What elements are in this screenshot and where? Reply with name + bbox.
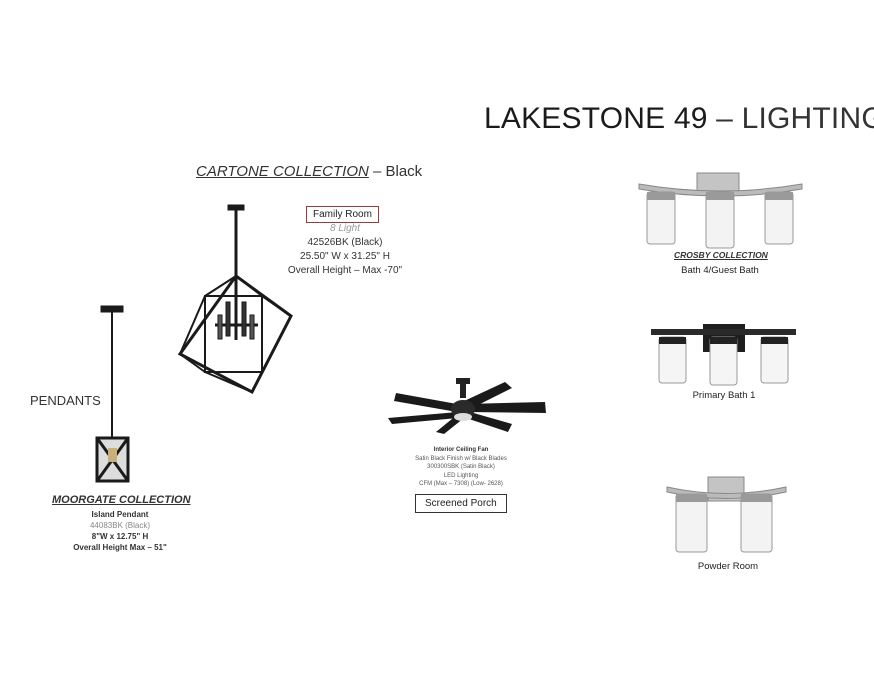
crosby-collection-name: CROSBY COLLECTION: [674, 250, 768, 260]
fan-specs: Interior Ceiling Fan Satin Black Finish …: [396, 446, 526, 489]
fan-model: 300300SBK (Satin Black): [427, 464, 495, 470]
crosby-2light-vanity-image: [666, 476, 787, 553]
fan-finish: Satin Black Finish w/ Black Blades: [415, 455, 507, 462]
pendants-label: PENDANTS: [30, 393, 101, 408]
fan-lighting: LED Lighting: [443, 472, 479, 479]
cartone-collection-name: CARTONE COLLECTION: [196, 163, 369, 180]
moorgate-specs: Island Pendant 44083BK (Black) 8"W x 12.…: [60, 509, 180, 553]
moorgate-collection-name: MOORGATE COLLECTION: [52, 494, 191, 506]
cartone-size: 25.50" W x 31.25" H: [300, 251, 390, 262]
moorgate-pendant-image: [95, 305, 130, 483]
cartone-heading: CARTONE COLLECTION – Black: [196, 163, 422, 180]
ceiling-fan-image: [388, 378, 546, 434]
crosby-3light-vanity-image: [638, 172, 803, 249]
title-suffix: – LIGHTING: [707, 102, 874, 135]
family-room-label: Family Room: [306, 206, 379, 223]
cartone-height: Overall Height – Max -70": [287, 265, 403, 276]
cartone-chandelier-image: [177, 204, 293, 395]
moorgate-height: Overall Height Max – 51": [73, 543, 167, 552]
screened-porch-label: Screened Porch: [415, 494, 507, 513]
moorgate-model: 44083BK (Black): [89, 521, 151, 530]
crosby-black-vanity-image: [651, 324, 796, 386]
primary-bath-label: Primary Bath 1: [692, 390, 756, 401]
fan-cfm: CFM (Max – 7308) (Low- 2628): [419, 481, 503, 487]
fan-type: Interior Ceiling Fan: [433, 447, 489, 453]
cartone-model: 42526BK (Black): [307, 237, 383, 248]
cartone-finish: – Black: [368, 163, 423, 180]
page-title: LAKESTONE 49 – LIGHTING: [484, 102, 874, 136]
powder-room-label: Powder Room: [697, 561, 759, 572]
moorgate-size: 8"W x 12.75" H: [91, 532, 149, 541]
guest-bath-label: Bath 4/Guest Bath: [681, 265, 759, 276]
cartone-specs: 8 Light 42526BK (Black) 25.50" W x 31.25…: [280, 222, 410, 278]
moorgate-type: Island Pendant: [91, 510, 149, 519]
cartone-lights: 8 Light: [329, 223, 361, 234]
title-project: LAKESTONE 49: [484, 102, 708, 135]
